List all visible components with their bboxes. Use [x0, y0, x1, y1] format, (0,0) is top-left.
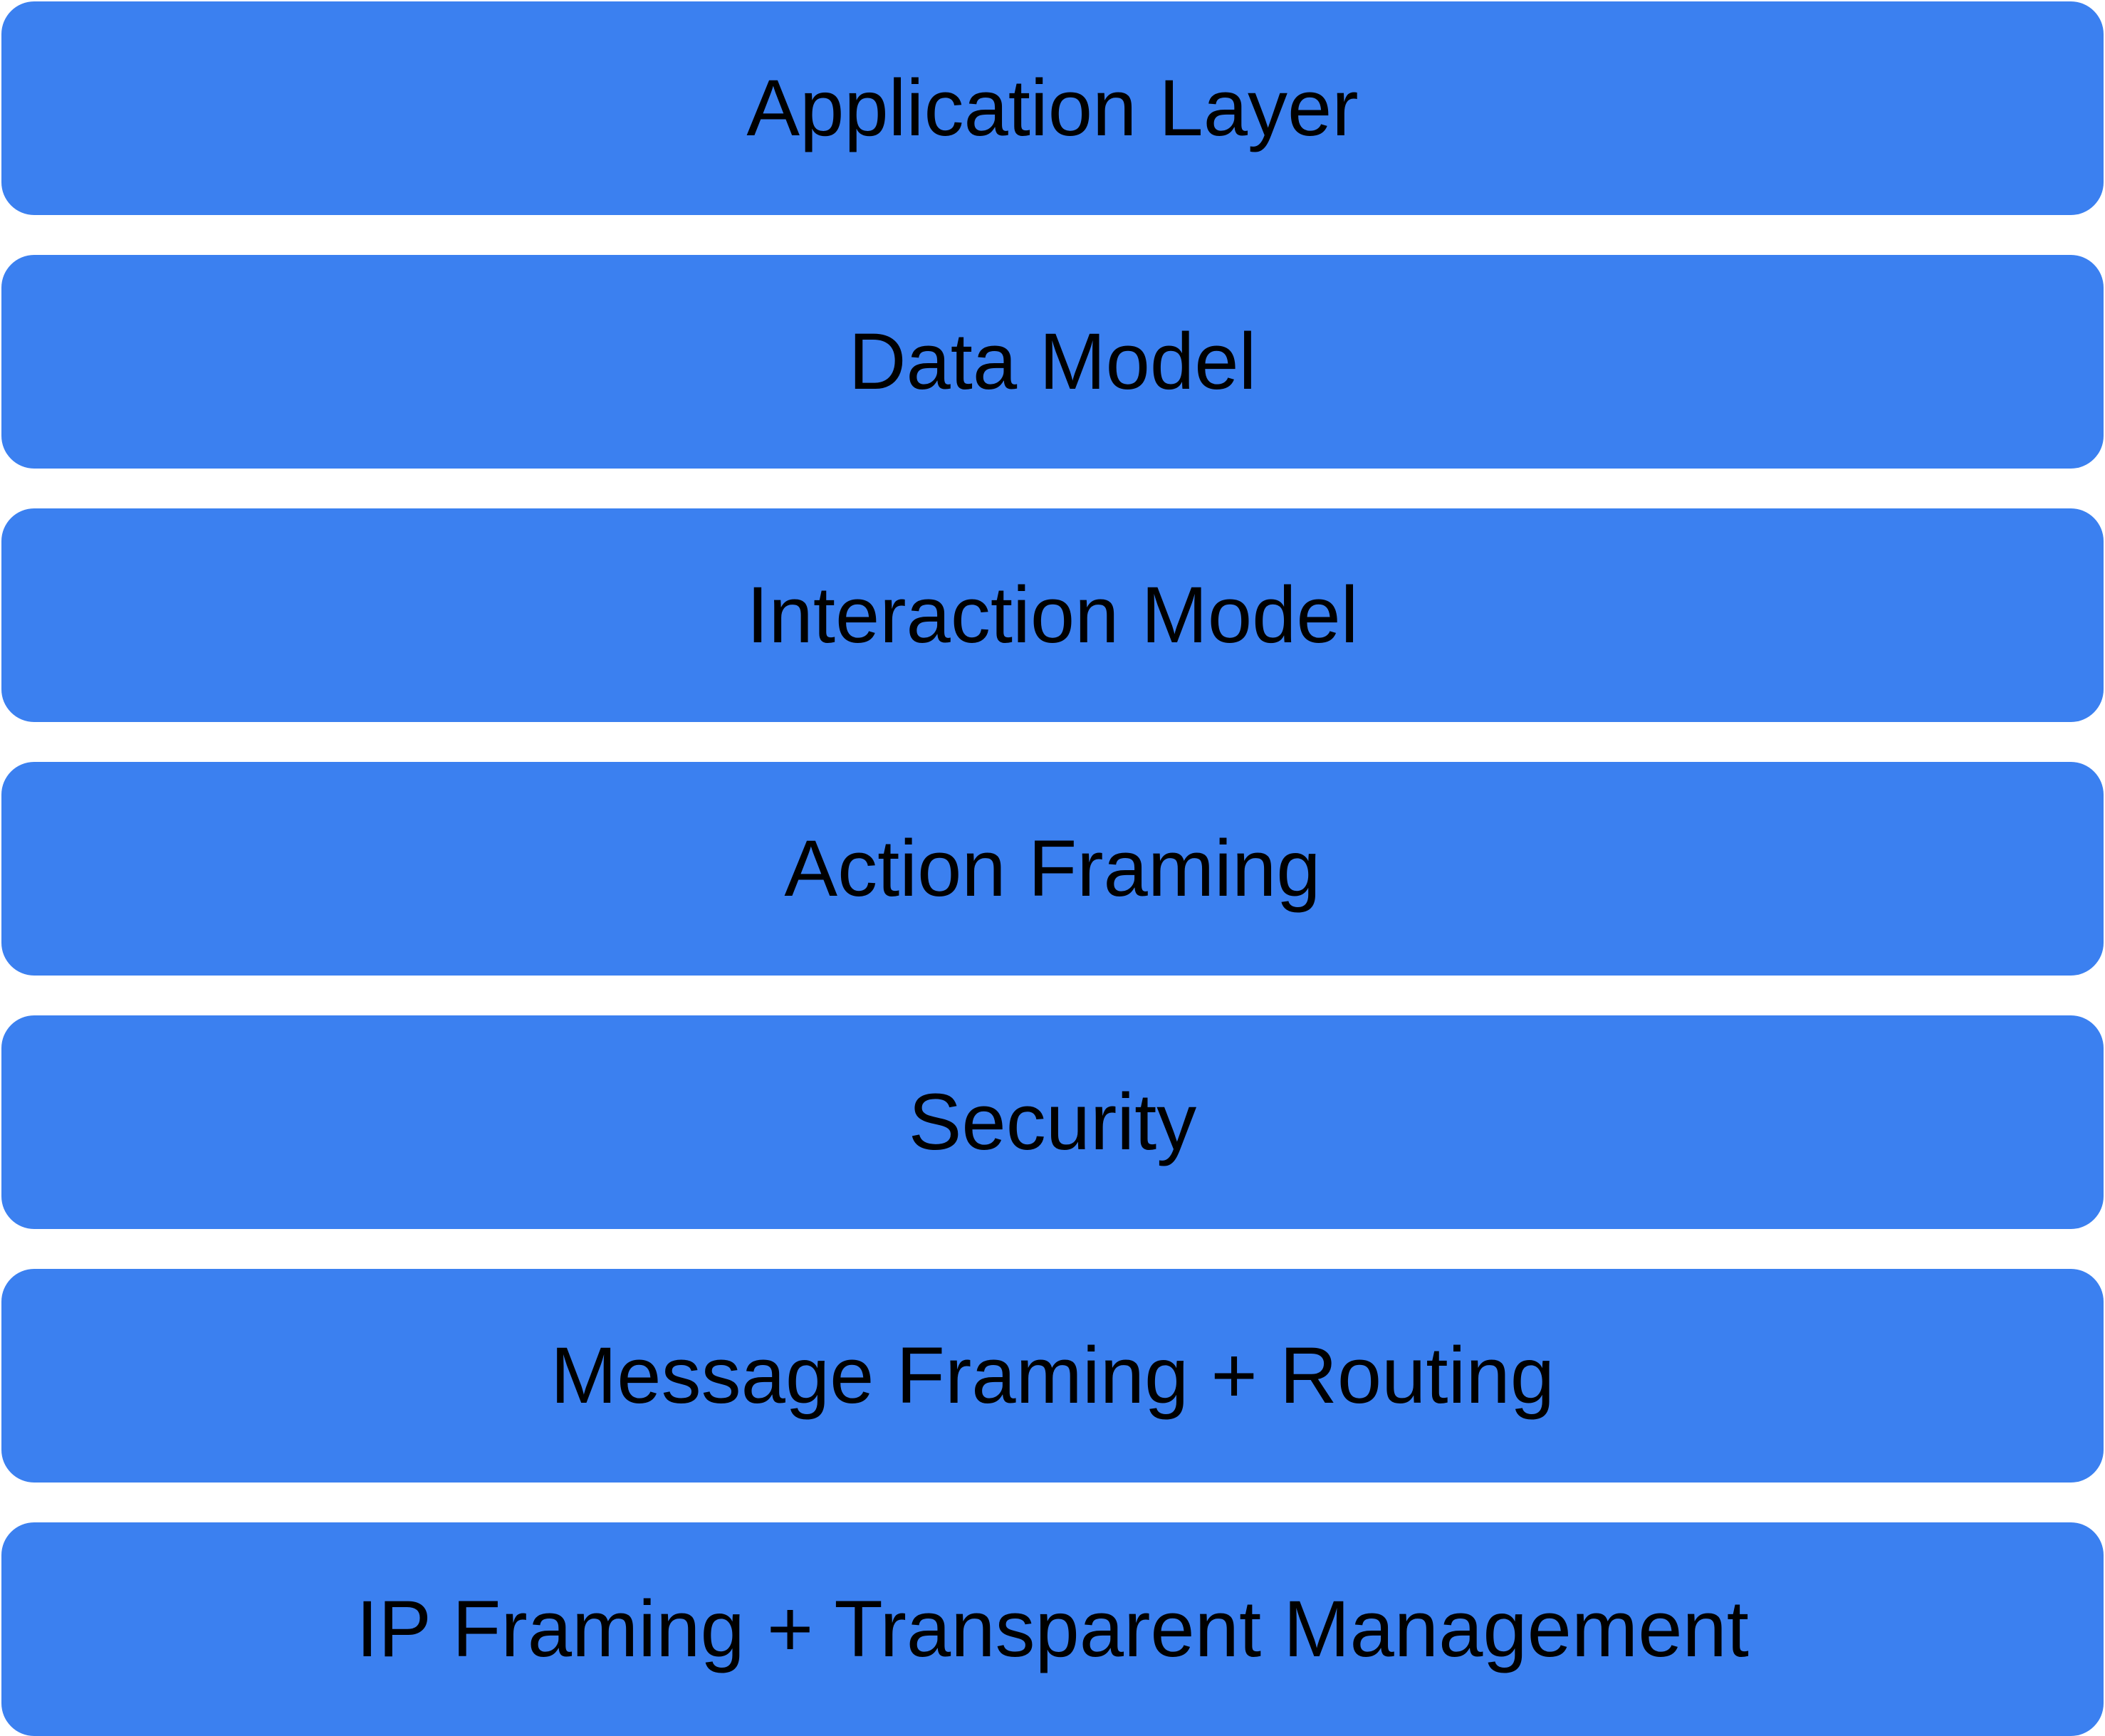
layer-message-framing-routing-label: Message Framing + Routing [550, 1331, 1555, 1420]
layer-ip-framing-transparent-management: IP Framing + Transparent Management [1, 1522, 2104, 1736]
layer-interaction-model-label: Interaction Model [746, 570, 1359, 659]
layer-action-framing: Action Framing [1, 762, 2104, 976]
layer-security: Security [1, 1015, 2104, 1229]
layer-application-layer-label: Application Layer [746, 63, 1359, 152]
layer-application-layer: Application Layer [1, 1, 2104, 215]
layer-data-model: Data Model [1, 255, 2104, 469]
layer-security-label: Security [908, 1077, 1197, 1166]
layer-action-framing-label: Action Framing [784, 824, 1321, 913]
layer-data-model-label: Data Model [848, 317, 1257, 406]
layer-interaction-model: Interaction Model [1, 508, 2104, 722]
layer-message-framing-routing: Message Framing + Routing [1, 1269, 2104, 1483]
layer-ip-framing-transparent-management-label: IP Framing + Transparent Management [356, 1584, 1749, 1673]
